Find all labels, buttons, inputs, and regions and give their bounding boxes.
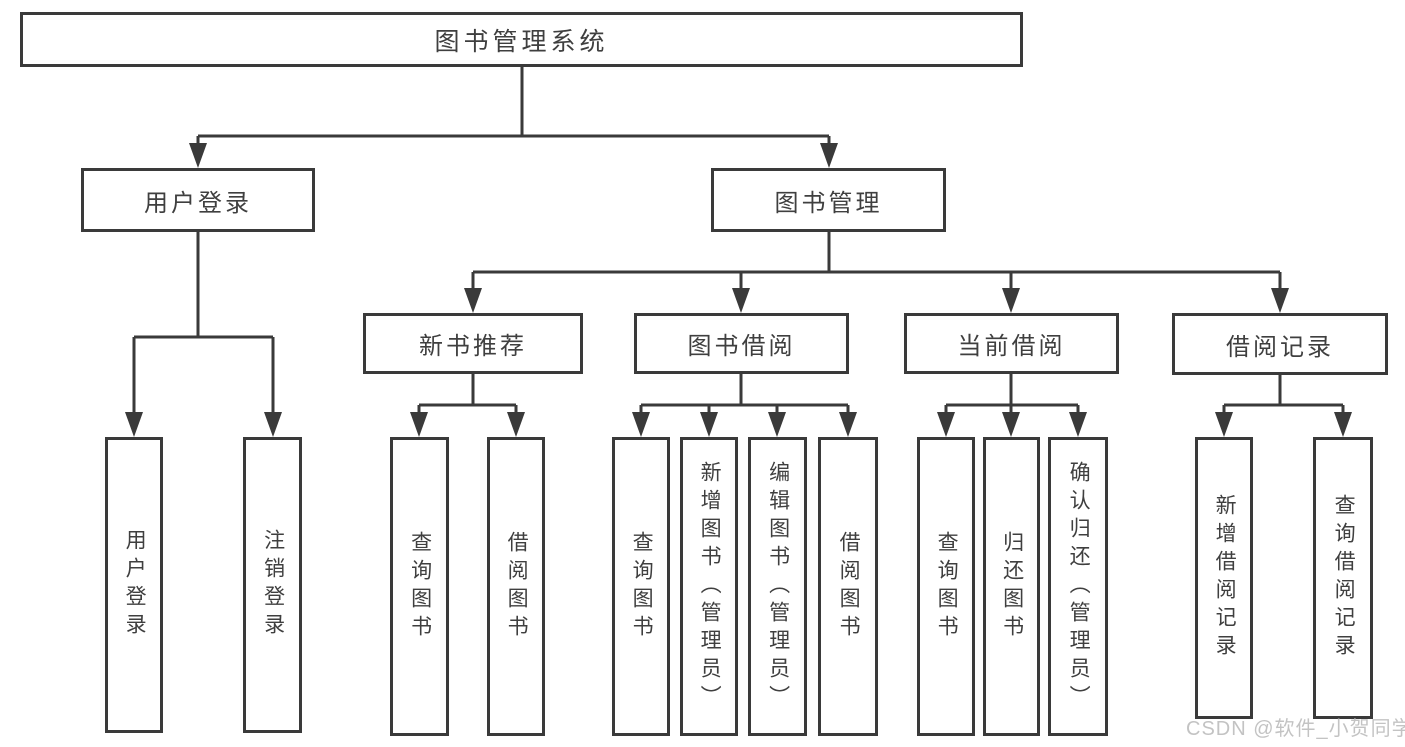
arrowhead <box>1271 288 1289 313</box>
node-label: 用户登录 <box>123 529 147 641</box>
leaf-query-books-recommend: 查询图书 <box>390 437 449 736</box>
leaf-query-books-current: 查询图书 <box>917 437 975 736</box>
node-label: 查询借阅记录 <box>1332 494 1356 662</box>
arrowhead <box>632 412 650 437</box>
leaf-query-borrow-record: 查询借阅记录 <box>1313 437 1373 719</box>
leaf-user-login: 用户登录 <box>105 437 163 733</box>
connector-book-mgmt-children <box>464 232 1289 313</box>
node-borrowing-records: 借阅记录 <box>1172 313 1388 375</box>
leaf-edit-book-admin: 编辑图书（管理员） <box>748 437 807 736</box>
leaf-add-borrow-record: 新增借阅记录 <box>1195 437 1253 719</box>
node-label: 新书推荐 <box>419 333 527 360</box>
arrowhead <box>189 143 207 168</box>
connector-user-login-children <box>125 232 282 437</box>
arrowhead <box>1215 412 1233 437</box>
node-current-borrowing: 当前借阅 <box>904 313 1119 374</box>
connector-path <box>639 374 850 415</box>
arrowhead <box>768 412 786 437</box>
arrowhead <box>732 288 750 313</box>
node-label: 图书借阅 <box>687 333 796 360</box>
node-label: 新增图书（管理员） <box>698 460 722 713</box>
arrowhead <box>410 412 428 437</box>
arrowhead <box>507 412 525 437</box>
leaf-confirm-return-admin: 确认归还（管理员） <box>1048 437 1108 736</box>
arrowhead <box>464 288 482 313</box>
node-label: 借阅图书 <box>837 530 861 643</box>
node-book-management: 图书管理 <box>711 168 946 232</box>
node-label: 用户登录 <box>144 189 252 217</box>
connector-current-borrow-children <box>937 374 1087 437</box>
connector-path <box>471 232 1282 291</box>
node-label: 图书管理 <box>774 189 883 217</box>
node-book-borrowing: 图书借阅 <box>634 313 849 374</box>
node-label: 图书管理系统 <box>434 27 609 56</box>
arrowhead <box>1334 412 1352 437</box>
connector-path <box>944 374 1080 415</box>
arrowhead <box>1069 412 1087 437</box>
connector-path <box>417 374 518 415</box>
connector-borrow-record-children <box>1215 374 1352 437</box>
node-label: 当前借阅 <box>957 333 1066 360</box>
node-user-login: 用户登录 <box>81 168 315 232</box>
node-label: 查询图书 <box>408 530 432 643</box>
arrowhead <box>125 412 143 437</box>
node-label: 新增借阅记录 <box>1213 494 1237 662</box>
connector-path <box>1222 374 1345 415</box>
arrowhead <box>1002 288 1020 313</box>
node-label: 归还图书 <box>1000 530 1024 643</box>
connector-new-book-children <box>410 374 525 437</box>
node-label: 确认归还（管理员） <box>1067 460 1091 713</box>
leaf-logout: 注销登录 <box>243 437 302 733</box>
connector-path <box>132 232 275 415</box>
node-label: 注销登录 <box>261 529 285 641</box>
connector-root-children <box>189 67 838 168</box>
node-label: 借阅图书 <box>505 530 529 643</box>
leaf-return-book: 归还图书 <box>983 437 1040 736</box>
arrowhead <box>264 412 282 437</box>
leaf-borrow-books-recommend: 借阅图书 <box>487 437 545 736</box>
csdn-watermark: CSDN @软件_小贺同学 <box>1186 718 1405 740</box>
node-new-book-recommend: 新书推荐 <box>363 313 583 374</box>
arrowhead <box>700 412 718 437</box>
arrowhead <box>839 412 857 437</box>
connector-path <box>196 67 831 146</box>
node-label: 编辑图书（管理员） <box>766 460 790 713</box>
node-label: 借阅记录 <box>1226 333 1334 361</box>
node-library-system: 图书管理系统 <box>20 12 1023 67</box>
node-label: 查询图书 <box>630 530 654 643</box>
leaf-borrow-books: 借阅图书 <box>818 437 878 736</box>
node-label: 查询图书 <box>935 530 959 643</box>
connector-book-borrow-children <box>632 374 857 437</box>
leaf-add-book-admin: 新增图书（管理员） <box>680 437 738 736</box>
arrowhead <box>820 143 838 168</box>
leaf-query-books-borrow: 查询图书 <box>612 437 670 736</box>
arrowhead <box>937 412 955 437</box>
arrowhead <box>1002 412 1020 437</box>
